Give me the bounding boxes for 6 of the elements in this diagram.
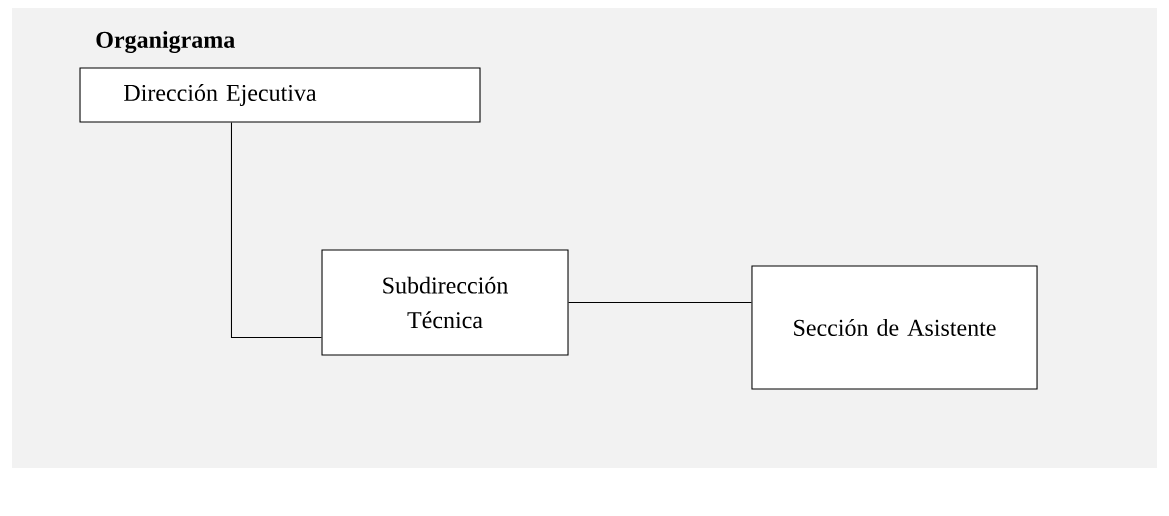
org-box: Subdirección Técnica <box>321 249 569 356</box>
connector-line <box>230 122 322 339</box>
org-box: Dirección Ejecutiva <box>79 67 481 123</box>
title: Organigrama <box>96 31 235 53</box>
org-box: Sección de Asistente <box>751 265 1038 390</box>
connector-line <box>568 301 752 304</box>
